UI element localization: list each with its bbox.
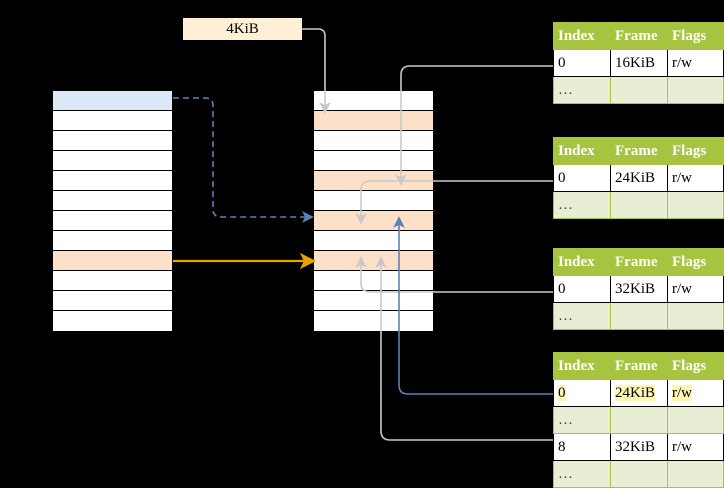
virtual-page-row-1[interactable] — [52, 110, 173, 132]
page-table-level-1-cell-r0-c0[interactable]: 0 — [553, 49, 611, 77]
page-table-level-4-cell-r2-c0[interactable]: 8 — [553, 433, 611, 461]
virtual-page-row-5[interactable] — [52, 190, 173, 212]
page-table-level-1-cell-r1-c1[interactable] — [610, 76, 668, 104]
page-table-level-2-header-frame: Frame — [610, 137, 668, 165]
virtual-page-row-6[interactable] — [52, 210, 173, 232]
table-row[interactable]: … — [553, 406, 724, 434]
physical-frame-row-6[interactable] — [313, 210, 434, 232]
physical-frame-row-11[interactable] — [313, 310, 434, 332]
physical-frame-row-8[interactable] — [313, 250, 434, 272]
page-table-level-4-cell-r1-c1[interactable] — [610, 406, 668, 434]
table-row[interactable]: … — [553, 191, 724, 219]
virtual-page-row-3[interactable] — [52, 150, 173, 172]
physical-frame-row-9[interactable] — [313, 270, 434, 292]
page-table-level-4-cell-r3-c0[interactable]: … — [553, 460, 611, 488]
page-table-level-2-cell-r0-c0[interactable]: 0 — [553, 164, 611, 192]
highlighted-value: 24KiB — [615, 384, 656, 401]
highlighted-value: 0 — [558, 384, 566, 401]
page-table-level-2-cell-r1-c0[interactable]: … — [553, 191, 611, 219]
page-table-level-2-header-flags: Flags — [667, 137, 724, 165]
page-table-level-2-cell-r0-c2[interactable]: r/w — [667, 164, 724, 192]
physical-frame-row-10[interactable] — [313, 290, 434, 312]
physical-frame-row-5[interactable] — [313, 190, 434, 212]
page-table-level-4-header-flags: Flags — [667, 352, 724, 380]
virtual-page-row-7[interactable] — [52, 230, 173, 252]
page-table-level-3-header-flags: Flags — [667, 248, 724, 276]
page-table-level-4-cell-r0-c2[interactable]: r/w — [667, 379, 724, 407]
physical-frame-row-7[interactable] — [313, 230, 434, 252]
page-table-level-4-cell-r3-c2[interactable] — [667, 460, 724, 488]
page-table-level-3-header-index: Index — [553, 248, 611, 276]
page-table-level-3-cell-r0-c0[interactable]: 0 — [553, 275, 611, 303]
page-table-level-1-header-flags: Flags — [667, 22, 724, 50]
page-table-level-2-cell-r1-c2[interactable] — [667, 191, 724, 219]
page-table-level-4-cell-r1-c2[interactable] — [667, 406, 724, 434]
physical-frame-row-4[interactable] — [313, 170, 434, 192]
page-table-level-1-header-index: Index — [553, 22, 611, 50]
page-table-level-3-cell-r1-c1[interactable] — [610, 302, 668, 330]
page-table-level-3-cell-r1-c2[interactable] — [667, 302, 724, 330]
table-row[interactable]: 0 24KiB r/w — [553, 379, 724, 407]
page-table-level-2-cell-r1-c1[interactable] — [610, 191, 668, 219]
table-row[interactable]: … — [553, 302, 724, 330]
page-table-level-3-cell-r0-c1[interactable]: 32KiB — [610, 275, 668, 303]
virtual-page-row-0[interactable] — [52, 90, 173, 112]
virtual-page-row-8[interactable] — [52, 250, 173, 272]
page-table-level-4-cell-r2-c1[interactable]: 32KiB — [610, 433, 668, 461]
size-label-4kib: 4KiB — [183, 18, 302, 40]
page-table-level-4-cell-r3-c1[interactable] — [610, 460, 668, 488]
page-table-level-1-cell-r0-c2[interactable]: r/w — [667, 49, 724, 77]
page-table-level-2-header-index: Index — [553, 137, 611, 165]
virtual-page-row-9[interactable] — [52, 270, 173, 292]
page-table-level-4-header-index: Index — [553, 352, 611, 380]
page-table-level-3-cell-r1-c0[interactable]: … — [553, 302, 611, 330]
page-table-level-1-cell-r0-c1[interactable]: 16KiB — [610, 49, 668, 77]
table-row[interactable]: … — [553, 460, 724, 488]
highlighted-value: r/w — [672, 384, 692, 401]
virtual-page-row-4[interactable] — [52, 170, 173, 192]
physical-frame-row-1[interactable] — [313, 110, 434, 132]
page-table-level-4-cell-r1-c0[interactable]: … — [553, 406, 611, 434]
page-table-level-1-cell-r1-c0[interactable]: … — [553, 76, 611, 104]
virtual-page-row-2[interactable] — [52, 130, 173, 152]
page-table-level-4-cell-r0-c1[interactable]: 24KiB — [610, 379, 668, 407]
page-table-level-3-header-frame: Frame — [610, 248, 668, 276]
page-table-level-4-cell-r0-c0[interactable]: 0 — [553, 379, 611, 407]
page-table-level-1-cell-r1-c2[interactable] — [667, 76, 724, 104]
page-table-level-4-header-frame: Frame — [610, 352, 668, 380]
virtual-page-row-10[interactable] — [52, 290, 173, 312]
page-table-level-1-header-frame: Frame — [610, 22, 668, 50]
virtual-page-row-11[interactable] — [52, 310, 173, 332]
physical-frame-row-3[interactable] — [313, 150, 434, 172]
physical-frame-row-0[interactable] — [313, 90, 434, 112]
physical-frame-row-2[interactable] — [313, 130, 434, 152]
page-table-level-2-cell-r0-c1[interactable]: 24KiB — [610, 164, 668, 192]
page-table-level-3-cell-r0-c2[interactable]: r/w — [667, 275, 724, 303]
wire-vpage-blue-to-frame — [173, 97, 314, 223]
page-table-level-4-cell-r2-c2[interactable]: r/w — [667, 433, 724, 461]
table-row[interactable]: … — [553, 76, 724, 104]
